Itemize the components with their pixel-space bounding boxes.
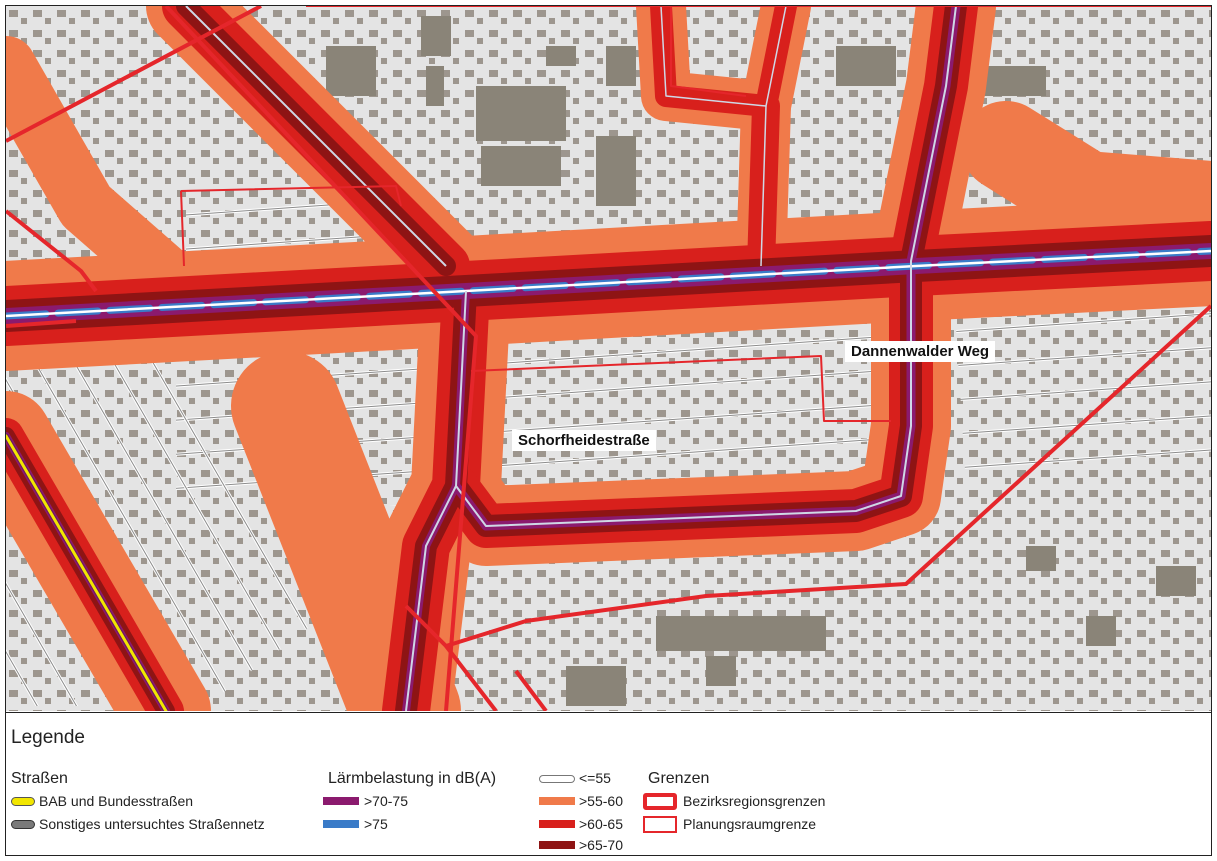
district-boundaries xyxy=(6,6,1211,711)
legend-title: Legende xyxy=(11,727,85,748)
noise-swatch-60-65 xyxy=(539,820,575,828)
industrial-buildings xyxy=(306,16,1196,706)
boundary-swatch-district xyxy=(643,793,677,810)
legend-noise-55-60: >55-60 xyxy=(579,793,623,809)
road-centerlines xyxy=(6,6,1211,711)
road-swatch-federal xyxy=(11,797,35,806)
map-canvas xyxy=(6,6,1211,711)
map-legend: Legende Straßen BAB und Bundesstraßen So… xyxy=(6,712,1211,855)
boundary-swatch-planning xyxy=(643,816,677,833)
legend-road-other: Sonstiges untersuchtes Straßennetz xyxy=(39,816,265,832)
road-swatch-other xyxy=(11,820,35,829)
noise-swatch-over-75 xyxy=(323,820,359,828)
legend-roads-heading: Straßen xyxy=(11,770,68,787)
legend-noise-60-65: >60-65 xyxy=(579,816,623,832)
legend-boundary-district: Bezirksregionsgrenzen xyxy=(683,793,826,809)
noise-map[interactable]: Dannenwalder Weg Schorfheidestraße xyxy=(6,6,1211,711)
street-label-dannenwalder-weg: Dannenwalder Weg xyxy=(845,341,996,362)
noise-swatch-65-70 xyxy=(539,841,575,849)
street-label-schorfheidestrasse: Schorfheidestraße xyxy=(512,430,656,451)
legend-road-federal: BAB und Bundesstraßen xyxy=(39,793,194,809)
legend-noise-70-75: >70-75 xyxy=(364,793,408,809)
legend-noise-65-70: >65-70 xyxy=(579,837,623,853)
legend-noise-55-or-less: <=55 xyxy=(579,770,611,786)
legend-noise-over-75: >75 xyxy=(364,816,388,832)
noise-swatch-55-60 xyxy=(539,797,575,805)
legend-boundaries-heading: Grenzen xyxy=(648,770,710,787)
planning-area-boundaries xyxy=(180,6,1211,422)
legend-noise-heading: Lärmbelastung in dB(A) xyxy=(328,770,497,787)
map-figure: Dannenwalder Weg Schorfheidestraße Legen… xyxy=(5,5,1212,856)
federal-road xyxy=(6,433,169,711)
noise-swatch-55-or-less xyxy=(539,775,575,783)
noise-swatch-70-75 xyxy=(323,797,359,805)
legend-boundary-planning: Planungsraumgrenze xyxy=(683,816,817,832)
